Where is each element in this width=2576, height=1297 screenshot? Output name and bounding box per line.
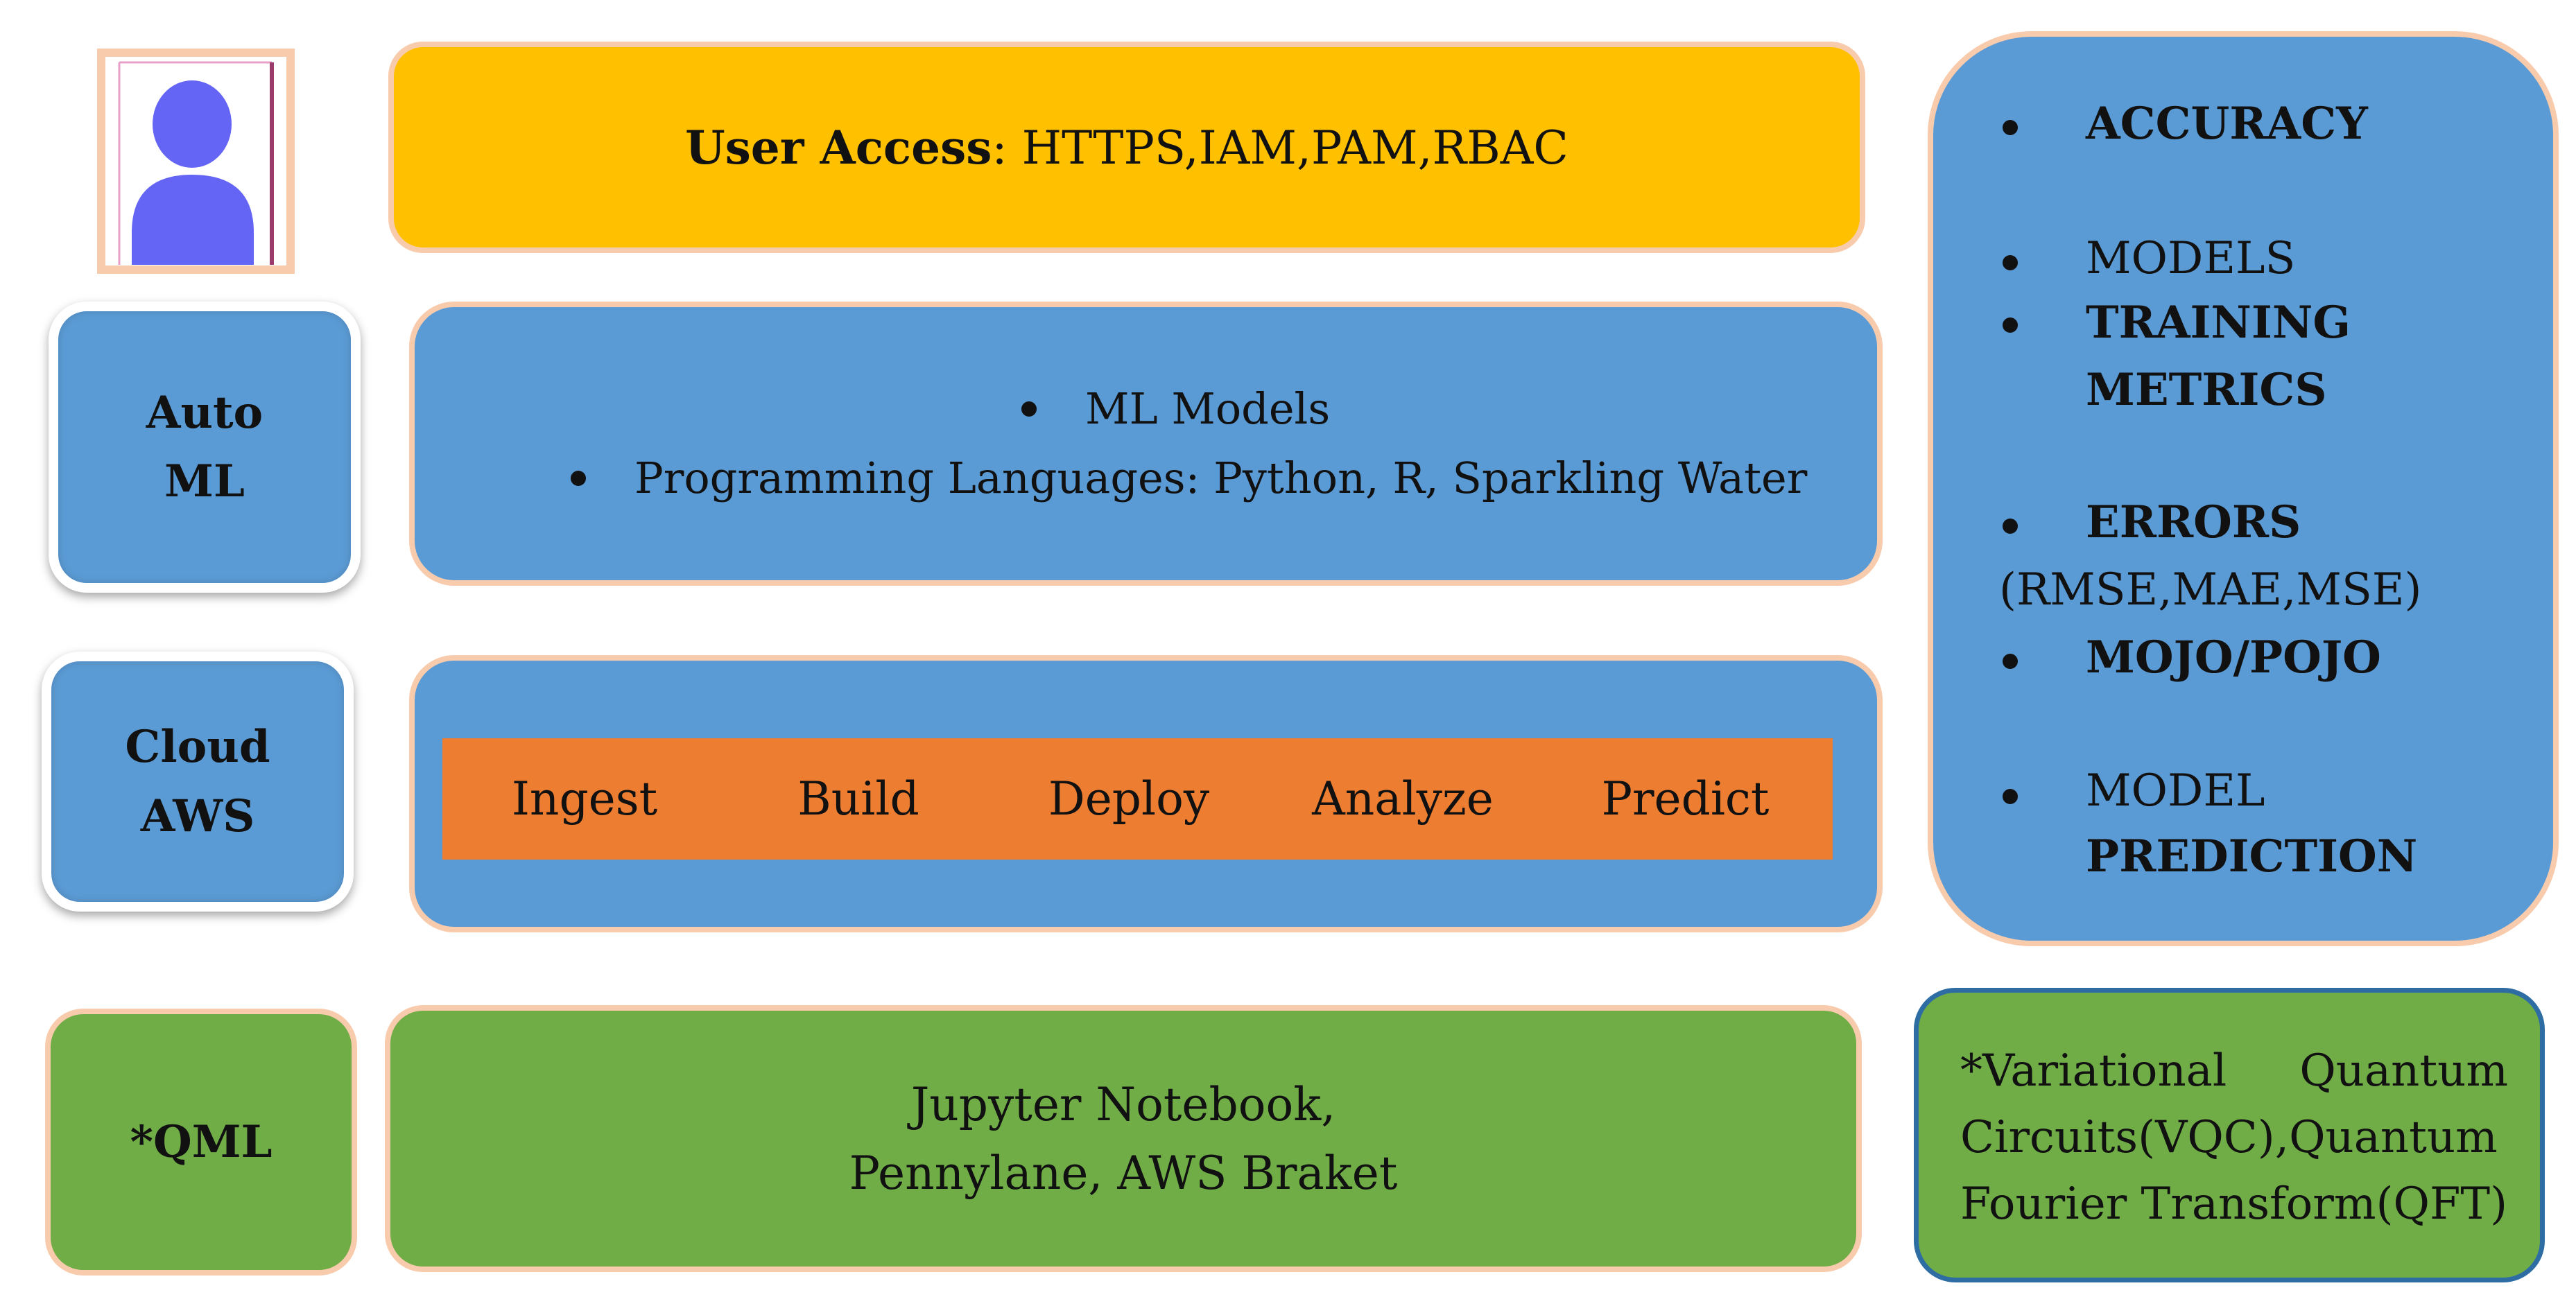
stage-deploy: Deploy <box>990 738 1268 860</box>
metric-accuracy: ACCURACY <box>2086 91 2368 157</box>
metric-training-line2: METRICS <box>2086 364 2327 416</box>
user-access-bar: User Access: HTTPS,IAM,PAM,RBAC <box>388 42 1865 253</box>
bullet-dot <box>571 470 586 486</box>
user-access-text: User Access: HTTPS,IAM,PAM,RBAC <box>685 121 1568 175</box>
stage-predict: Predict <box>1538 738 1833 860</box>
auto-ml-label-line2: ML <box>164 455 245 507</box>
bullet-dot <box>2003 317 2018 333</box>
qml-line1: Jupyter Notebook, <box>910 1077 1336 1131</box>
quantum-methods-box: *Variational Quantum Circuits(VQC),Quant… <box>1914 988 2545 1282</box>
cloud-aws-label-box: Cloud AWS <box>42 652 354 912</box>
bullet-dot <box>2003 255 2018 270</box>
auto-ml-label-line1: Auto <box>146 386 263 439</box>
ml-bullet-text: Programming Languages: Python, R, Sparkl… <box>634 453 1808 503</box>
metric-model: MODEL <box>2086 765 2265 817</box>
cloud-pipeline-panel: Ingest Build Deploy Analyze Predict <box>409 655 1883 932</box>
user-icon-frame <box>97 49 295 274</box>
cloud-aws-label-line2: AWS <box>140 790 255 842</box>
metric-training-line1: TRAINING <box>2086 297 2351 349</box>
bullet-dot <box>1021 401 1037 417</box>
qml-panel-text: Jupyter Notebook, Pennylane, AWS Braket <box>849 1070 1398 1208</box>
metric-mojo-text: MOJO/POJO <box>2086 632 2381 684</box>
ml-bullet-text: ML Models <box>1085 383 1331 434</box>
metric-errors-detail: (RMSE,MAE,MSE) <box>1999 564 2422 616</box>
user-icon <box>118 61 274 265</box>
metric-training: TRAINING <box>2086 290 2351 356</box>
qml-label-box: *QML <box>45 1009 357 1276</box>
quantum-methods-text: *Variational Quantum Circuits(VQC),Quant… <box>1960 1045 2508 1230</box>
metric-mojo: MOJO/POJO <box>2086 625 2381 691</box>
metric-prediction: PREDICTION <box>2086 824 2417 890</box>
qml-panel: Jupyter Notebook, Pennylane, AWS Braket <box>385 1005 1862 1272</box>
stage-ingest: Ingest <box>442 738 727 860</box>
stage-analyze: Analyze <box>1261 738 1545 860</box>
ml-bullet-item: Programming Languages: Python, R, Sparkl… <box>571 453 1807 503</box>
metrics-panel: ACCURACY MODELS TRAINING METRICS ERRORS … <box>1928 31 2559 946</box>
bullet-dot <box>2003 120 2018 135</box>
metric-prediction-text: PREDICTION <box>2086 830 2418 882</box>
metric-models: MODELS <box>2086 233 2296 284</box>
cloud-aws-label: Cloud AWS <box>125 713 270 850</box>
bullet-dot <box>2003 789 2018 804</box>
user-access-label: User Access <box>685 120 992 175</box>
qml-label: *QML <box>130 1115 273 1168</box>
user-access-value: : HTTPS,IAM,PAM,RBAC <box>992 121 1568 175</box>
metric-errors-text: ERRORS <box>2086 496 2301 548</box>
cloud-aws-label-line1: Cloud <box>125 721 270 774</box>
bullet-dot <box>2003 654 2018 669</box>
pipeline: Ingest Build Deploy Analyze Predict <box>442 738 1833 860</box>
auto-ml-panel: ML Models Programming Languages: Python,… <box>409 302 1883 586</box>
stage-build: Build <box>720 738 997 860</box>
qml-line2: Pennylane, AWS Braket <box>849 1146 1398 1200</box>
ml-bullet-item: ML Models <box>1021 383 1330 434</box>
metric-errors: ERRORS <box>2086 489 2301 556</box>
auto-ml-label: Auto ML <box>146 378 263 516</box>
metric-training-2: METRICS <box>2086 357 2327 424</box>
bullet-dot <box>2003 519 2018 534</box>
metric-accuracy-text: ACCURACY <box>2086 98 2368 150</box>
auto-ml-label-box: Auto ML <box>49 302 361 593</box>
